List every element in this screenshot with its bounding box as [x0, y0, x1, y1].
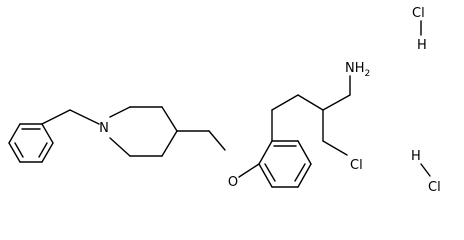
piperidine-bond — [161, 130, 178, 157]
piperidine-bond — [161, 106, 178, 132]
ring-bond-top-right — [297, 94, 324, 111]
benzene-double-bond — [264, 163, 276, 182]
benzene-bond — [258, 163, 273, 188]
hcl-1-hydrogen-label: H — [417, 38, 427, 53]
central-benzene-ring — [258, 140, 312, 188]
phenyl-ring — [8, 123, 54, 163]
hcl-2-bond — [420, 163, 431, 177]
piperidine-bond — [109, 137, 131, 157]
piperidine-bond — [109, 106, 131, 118]
hcl-2-chlorine-label: Cl — [428, 180, 441, 195]
ring-chlorine-label: Cl — [350, 158, 363, 173]
structure-drawing: N O NH2 Cl Cl H H Cl — [8, 6, 441, 195]
piperidine-nitrogen-label: N — [99, 121, 109, 136]
benzene-bond — [297, 163, 312, 188]
hcl-2-hydrogen-label: H — [411, 149, 421, 164]
c-cl-bond — [322, 140, 348, 156]
benzene-bond — [258, 140, 273, 165]
piperidine-ring — [109, 106, 178, 157]
molecule-canvas: N O NH2 Cl Cl H H Cl — [8, 6, 441, 195]
benzene-bond — [297, 140, 312, 165]
phenyl-bond — [41, 123, 54, 144]
phenyl-bond — [8, 142, 21, 163]
benzene-double-bond — [294, 163, 306, 182]
benzyl-ch2-bond — [41, 109, 71, 125]
phenyl-double-bond — [38, 142, 48, 158]
ch2-bond — [322, 94, 351, 111]
hcl-1-chlorine-label: Cl — [412, 6, 425, 21]
phenyl-double-bond — [14, 142, 24, 158]
amine-label: NH2 — [345, 61, 370, 79]
ch2-n-bond — [69, 109, 100, 125]
o-aryl-bond — [238, 163, 260, 178]
ether-oxygen-label: O — [228, 175, 238, 190]
ring-bond-top — [271, 94, 299, 111]
phenyl-bond — [8, 123, 21, 144]
phenyl-bond — [41, 142, 54, 163]
c-o-bond — [208, 130, 226, 151]
